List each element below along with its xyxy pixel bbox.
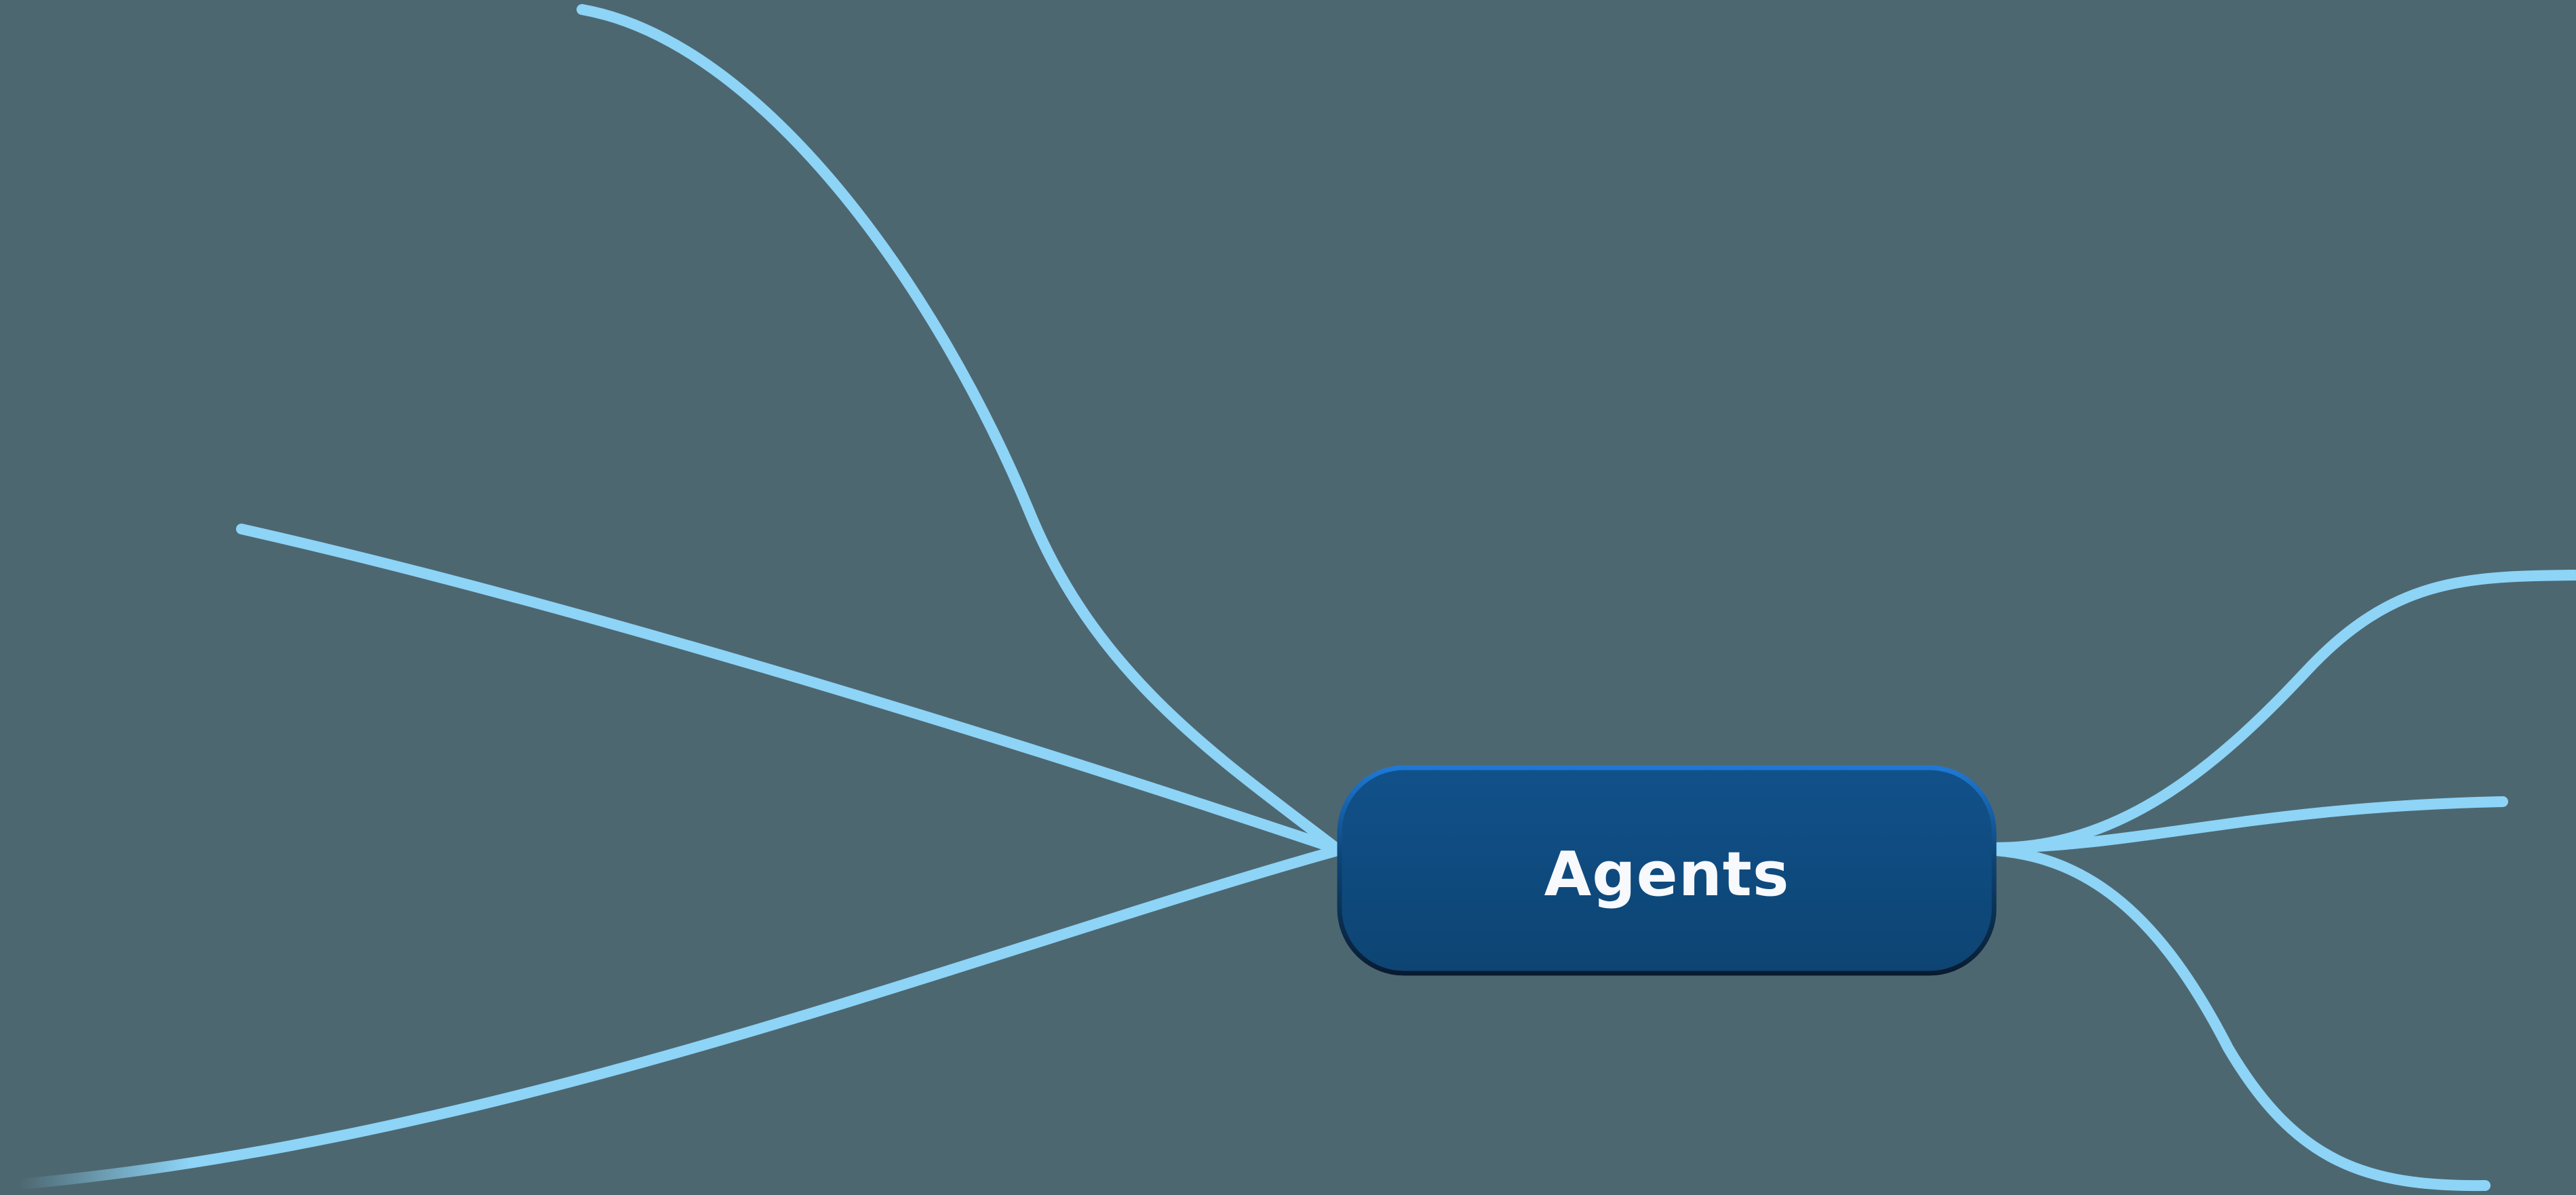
branch-middle-left xyxy=(236,524,1343,855)
central-topic-shape[interactable] xyxy=(1337,765,1997,976)
branch-layer xyxy=(15,4,2576,1192)
branch-upper-right xyxy=(1995,570,2576,853)
branch-lower-left xyxy=(15,845,1343,1190)
branch-middle-right xyxy=(1990,796,2508,853)
central-topic-label: Agents xyxy=(1544,839,1790,910)
branch-lower-right xyxy=(1990,845,2491,1192)
branch-upper-left xyxy=(577,4,1343,855)
central-topic[interactable]: Agents xyxy=(1337,765,1997,976)
